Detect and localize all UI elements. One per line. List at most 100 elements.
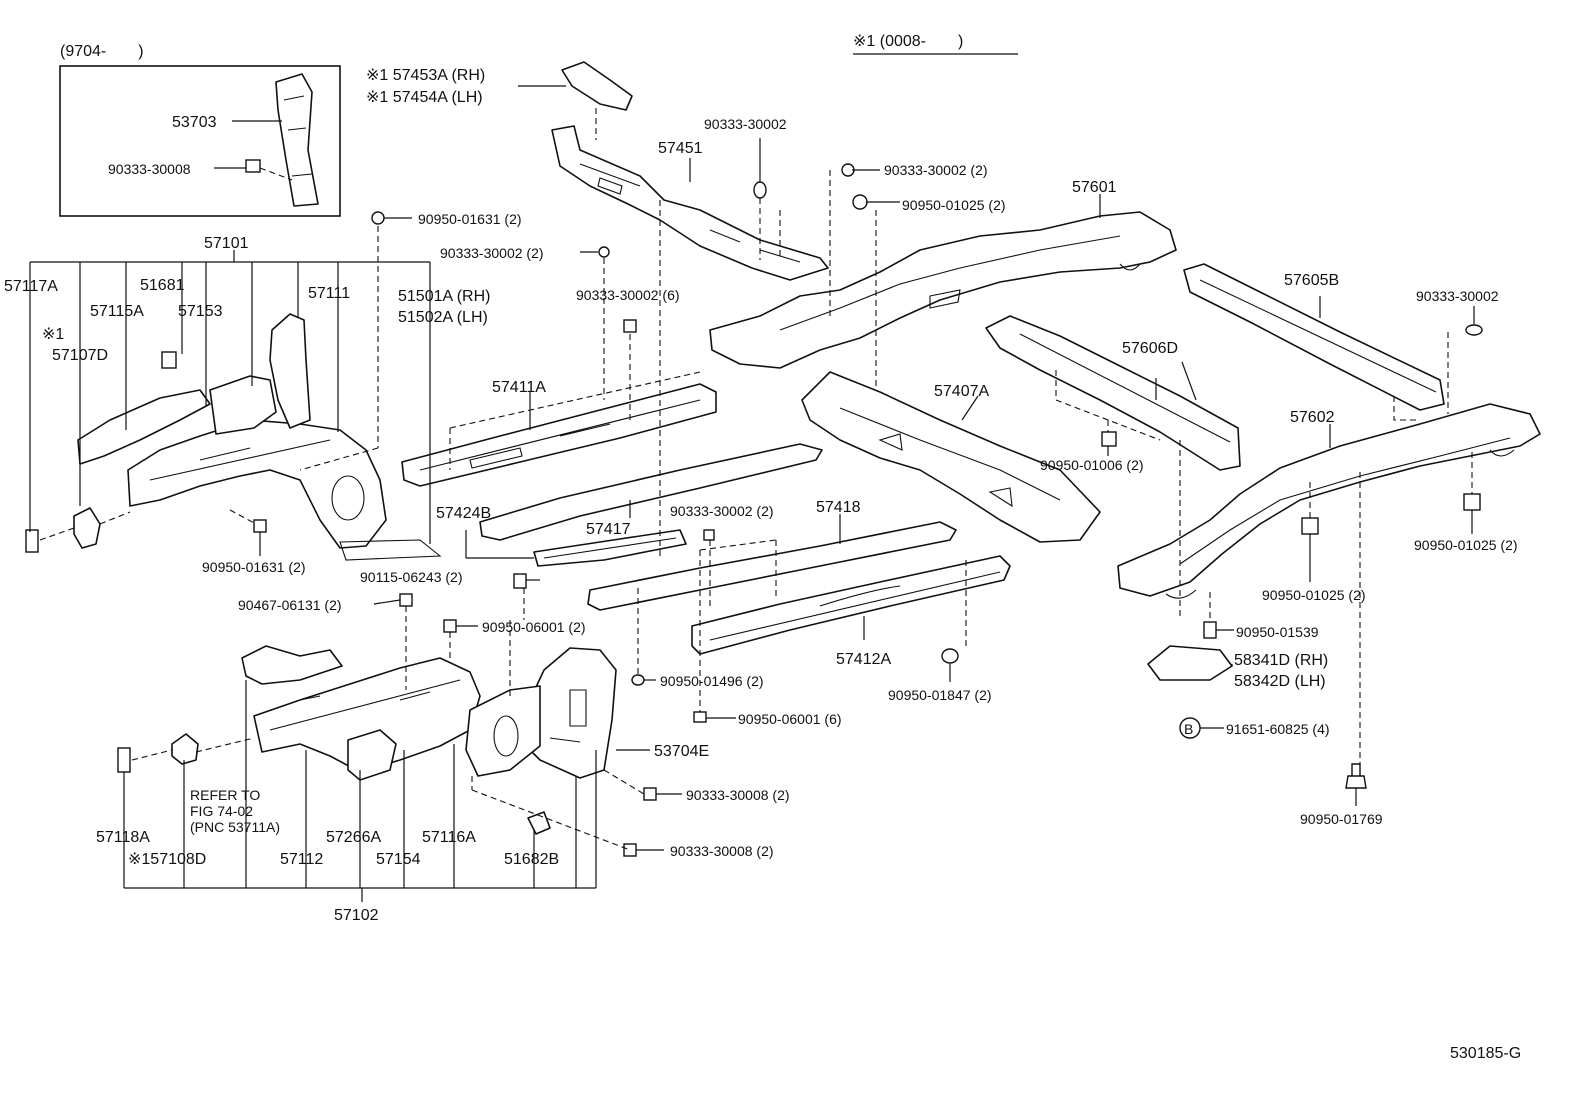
label-53704e: 53704E	[654, 743, 709, 760]
label-90333-30002-2a: 90333-30002 (2)	[884, 162, 988, 178]
label-51501a: 51501A (RH)	[398, 288, 491, 305]
part-57153	[209, 375, 277, 435]
label-57112: 57112	[280, 851, 323, 868]
label-57116a: 57116A	[422, 829, 476, 846]
label-57451: 57451	[658, 140, 703, 157]
label-57605b: 57605B	[1284, 272, 1339, 289]
part-57407a	[801, 371, 1101, 543]
clip-90333-30002-a	[753, 181, 767, 199]
label-90333-30008-2b: 90333-30008 (2)	[670, 843, 774, 859]
label-90950-01025-2a: 90950-01025 (2)	[902, 197, 1006, 213]
label-57266a: 57266A	[326, 829, 381, 846]
part-53703	[275, 73, 319, 207]
part-57112	[241, 645, 343, 685]
part-51681	[161, 351, 177, 369]
leader-lines	[229, 138, 1475, 851]
inset-frame	[59, 65, 341, 217]
clip-90950-01025-2a	[852, 194, 868, 210]
label-90950-01025-2c: 90950-01025 (2)	[1414, 537, 1518, 553]
clip-90333-30002-6	[623, 319, 637, 333]
label-90950-01769: 90950-01769	[1300, 811, 1383, 827]
label-57418: 57418	[816, 499, 861, 516]
part-51682b	[527, 811, 551, 835]
label-57411a: 57411A	[492, 379, 546, 396]
clip-90333-30008-inset	[245, 159, 261, 173]
clip-90950-01025-2c	[1463, 493, 1481, 511]
label-90950-06001-2: 90950-06001 (2)	[482, 619, 586, 635]
label-90333-30002-2c: 90333-30002 (2)	[670, 503, 774, 519]
part-57605b	[1183, 263, 1445, 411]
clip-90950-01025-2b	[1301, 517, 1319, 535]
part-57418	[587, 521, 957, 611]
part-57107d	[73, 507, 101, 549]
label-90950-01539: 90950-01539	[1236, 624, 1319, 640]
clip-90467-06131	[399, 593, 413, 607]
inset-part-53703: 53703	[172, 114, 217, 131]
part-58341d	[1147, 645, 1233, 681]
label-90333-30002-2b: 90333-30002 (2)	[440, 245, 544, 261]
label-57101: 57101	[204, 235, 249, 252]
label-91651-60825-4: 91651-60825 (4)	[1226, 721, 1330, 737]
label-51682b: 51682B	[504, 851, 559, 868]
applicability-note: ※1 (0008- )	[853, 33, 963, 50]
label-57117a: 57117A	[4, 278, 58, 295]
part-57108d	[171, 733, 199, 765]
label-90467-06131-2: 90467-06131 (2)	[238, 597, 342, 613]
clip-90950-01769	[1345, 763, 1367, 789]
fasteners: B	[253, 163, 1483, 857]
label-90950-01025-2b: 90950-01025 (2)	[1262, 587, 1366, 603]
clip-90333-30002-2c	[703, 529, 715, 541]
part-57606d	[985, 315, 1241, 471]
label-note1-57107d: ※1	[42, 326, 64, 343]
label-90115-06243-2: 90115-06243 (2)	[360, 569, 462, 585]
label-58341d: 58341D (RH)	[1234, 652, 1328, 669]
clip-90950-06001-2	[443, 619, 457, 633]
drawing-code: 530185-G	[1450, 1045, 1521, 1062]
label-57107d: 57107D	[52, 347, 108, 364]
clip-90950-01631-a	[371, 211, 385, 225]
label-57102: 57102	[334, 907, 379, 924]
clip-90333-30008-a	[643, 787, 657, 801]
label-57454a: ※1 57454A (LH)	[366, 89, 483, 106]
part-57601	[709, 211, 1177, 369]
label-57154: 57154	[376, 851, 421, 868]
label-90950-06001-6: 90950-06001 (6)	[738, 711, 842, 727]
ref-note-line1: REFER TO	[190, 787, 260, 803]
part-57412a	[691, 555, 1011, 655]
part-57116a	[465, 685, 541, 777]
clip-90950-01631-b	[253, 519, 267, 533]
bracket-57101	[29, 250, 431, 544]
label-58342d: 58342D (LH)	[1234, 673, 1326, 690]
part-57602	[1117, 403, 1541, 597]
label-57115a: 57115A	[90, 303, 144, 320]
inset-range: (9704- )	[60, 43, 144, 60]
label-57453a: ※1 57453A (RH)	[366, 67, 485, 84]
clip-90333-30002-b	[1465, 324, 1483, 336]
reference-note: REFER TO FIG 74-02 (PNC 53711A)	[190, 787, 280, 835]
clip-90950-01496	[631, 674, 645, 686]
label-57424b: 57424B	[436, 505, 491, 522]
clip-90950-06001-6	[693, 711, 707, 723]
part-57118a	[117, 747, 131, 773]
clip-90333-30008-b	[623, 843, 637, 857]
label-51502a: 51502A (LH)	[398, 309, 488, 326]
ref-note-line3: (PNC 53711A)	[190, 819, 280, 835]
part-57266a	[347, 729, 397, 781]
clip-90950-01006-2	[1101, 431, 1117, 447]
label-51681: 51681	[140, 277, 185, 294]
bracket-57102	[123, 680, 597, 902]
label-57153: 57153	[178, 303, 223, 320]
label-90333-30002-a: 90333-30002	[704, 116, 787, 132]
clip-90333-30002-2b	[598, 246, 610, 258]
label-57417: 57417	[586, 521, 631, 538]
label-90333-30002-b: 90333-30002	[1416, 288, 1499, 304]
bolt-90115-06243	[513, 573, 527, 589]
label-57606d: 57606D	[1122, 340, 1178, 357]
label-90333-30008-2a: 90333-30008 (2)	[686, 787, 790, 803]
label-90950-01847-2: 90950-01847 (2)	[888, 687, 992, 703]
label-90950-01006-2: 90950-01006 (2)	[1040, 457, 1144, 473]
label-57601: 57601	[1072, 179, 1117, 196]
inset-panel: (9704- ) 53703 90333-30008	[59, 43, 341, 217]
label-90950-01631-2a: 90950-01631 (2)	[418, 211, 522, 227]
